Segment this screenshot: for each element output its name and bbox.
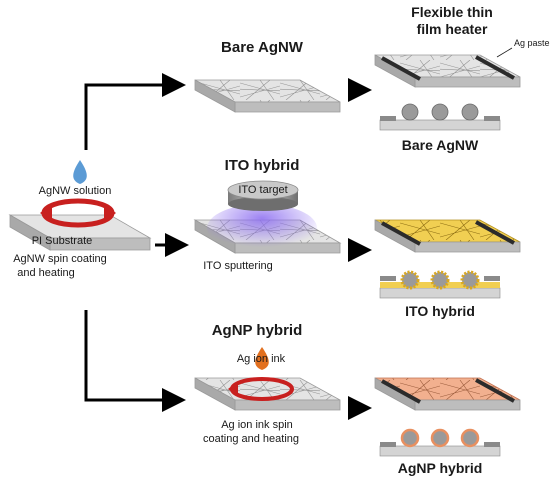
ito-heater (374, 219, 521, 253)
ag-paste-leader (496, 47, 513, 58)
ito-target (227, 180, 299, 211)
agnw-droplet (73, 160, 87, 184)
ag-ion-droplet (255, 347, 269, 370)
spin-coating-line1: AgNW spin coating (13, 253, 107, 265)
pi-substrate-label: PI Substrate (32, 235, 93, 247)
rotation-arrow-agnp (228, 377, 294, 401)
rotation-arrow (40, 198, 116, 228)
bare-result-label: Bare AgNW (402, 137, 479, 153)
agnp-result-label: AgNP hybrid (398, 460, 483, 476)
agnp-substrate (194, 377, 341, 411)
ito-sputtering-label: ITO sputtering (203, 260, 273, 272)
agnp-heater (374, 377, 521, 411)
agnp-hybrid-title: AgNP hybrid (212, 322, 303, 339)
sputter-plasma (207, 204, 317, 252)
ito-hybrid-title: ITO hybrid (225, 157, 300, 174)
ag-ion-ink-label: Ag ion ink (237, 353, 286, 365)
heater-title-line1: Flexible thin (411, 4, 493, 20)
ag-ion-spin-line1: Ag ion ink spin (221, 419, 293, 431)
ag-paste-label: Ag paste (514, 38, 550, 48)
ito-cross-section (379, 270, 501, 299)
heater-title-line2: film heater (417, 21, 488, 37)
flow-arrows (84, 73, 372, 420)
ito-target-label: ITO target (238, 184, 287, 196)
ag-ion-spin-line2: coating and heating (203, 433, 299, 445)
bare-agnw-title: Bare AgNW (221, 39, 304, 56)
ito-result-label: ITO hybrid (405, 303, 475, 319)
agnw-solution-label: AgNW solution (39, 185, 112, 197)
bare-cross-section (379, 103, 501, 131)
bare-heater (374, 54, 521, 88)
agnp-cross-section (379, 428, 501, 457)
bare-agnw-substrate (194, 79, 341, 113)
spin-coating-line2: and heating (17, 267, 75, 279)
